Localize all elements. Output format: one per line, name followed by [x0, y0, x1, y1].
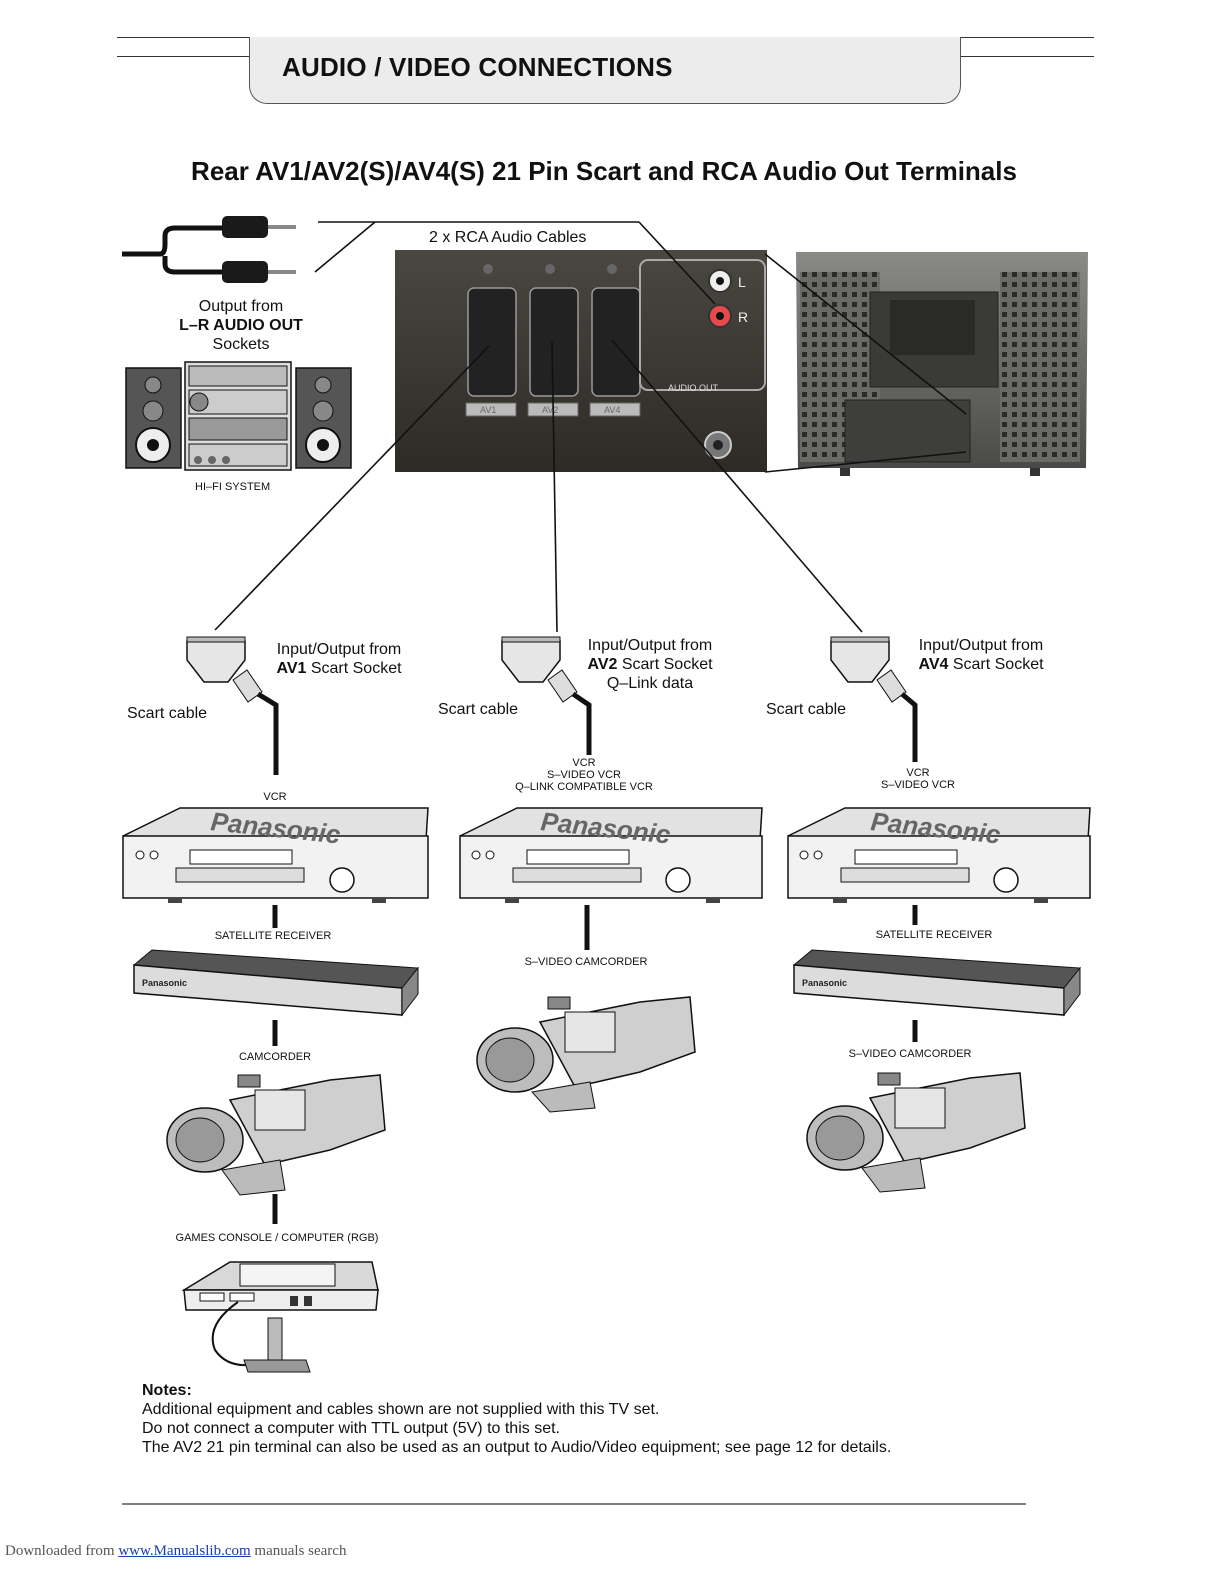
connector-lines	[214, 221, 967, 633]
av1-satellite-label: SATELLITE RECEIVER	[214, 930, 332, 942]
av4-vcr-line2: S–VIDEO VCR	[881, 779, 955, 791]
manualslib-link[interactable]: www.Manualslib.com	[118, 1543, 251, 1559]
link-cables	[272, 905, 918, 1224]
camcorder-icon-av1	[166, 1074, 386, 1196]
rca-cables-label: 2 x RCA Audio Cables	[429, 229, 587, 246]
av2-vcr-line2: S–VIDEO VCR	[547, 769, 621, 781]
notes-heading: Notes:	[142, 1382, 192, 1399]
notes-line-1: Additional equipment and cables shown ar…	[142, 1401, 660, 1418]
av2-io-line2: AV2 Scart Socket	[570, 655, 730, 674]
audio-r-label: R	[738, 309, 748, 325]
panel-av2-label: AV2	[542, 405, 558, 415]
satellite-receiver-icon-av4	[792, 949, 1081, 1017]
camcorder-icon-av2	[476, 996, 696, 1113]
satellite-receiver-icon-av1	[132, 949, 419, 1017]
footer-prefix: Downloaded from	[5, 1543, 119, 1559]
rca-cable-icon	[122, 216, 296, 283]
header-tab	[249, 37, 961, 104]
header-rule-lower	[117, 56, 249, 57]
av1-io-bold: AV1	[276, 660, 307, 677]
scart-sockets	[467, 287, 641, 397]
av1-vcr-label: VCR	[263, 791, 287, 803]
audio-output-caption: Output from L–R AUDIO OUT Sockets	[160, 297, 322, 354]
vcr-icon-av1	[122, 807, 429, 903]
lr-audio-out-text: L–R AUDIO OUT	[179, 317, 303, 334]
av1-io-line1: Input/Output from	[276, 641, 402, 658]
av4-vcr-line1: VCR	[906, 767, 930, 779]
av2-scart-cable-label: Scart cable	[438, 701, 519, 718]
scart-plug-av4	[830, 636, 918, 762]
camcorder-icon-av4	[806, 1072, 1026, 1193]
hifi-system-label: HI–FI SYSTEM	[195, 481, 271, 493]
av1-scart-cable-label: Scart cable	[127, 705, 208, 722]
notes-line-2: Do not connect a computer with TTL outpu…	[142, 1420, 560, 1437]
av2-io-line1: Input/Output from	[587, 637, 713, 654]
av4-io-rest: Scart Socket	[948, 656, 1044, 673]
notes-line-3: The AV2 21 pin terminal can also be used…	[142, 1439, 892, 1456]
scart-plug-av2	[501, 636, 592, 755]
av4-io-bold: AV4	[918, 656, 949, 673]
av4-satellite-label: SATELLITE RECEIVER	[875, 929, 993, 941]
panel-av4-label: AV4	[604, 405, 620, 415]
av2-io-caption: Input/Output from AV2 Scart Socket Q–Lin…	[570, 636, 730, 693]
footer: Downloaded from www.Manualslib.com manua…	[5, 1543, 346, 1560]
audio-out-label: AUDIO OUT	[668, 383, 719, 393]
audio-l-label: L	[738, 274, 746, 290]
hifi-system-icon	[125, 361, 352, 471]
av1-io-caption: Input/Output from AV1 Scart Socket	[258, 640, 420, 678]
av2-vcr-line1: VCR	[572, 757, 596, 769]
av1-games-label: GAMES CONSOLE / COMPUTER (RGB)	[175, 1232, 379, 1244]
av4-vcr-caption: VCR S–VIDEO VCR	[858, 767, 978, 791]
sat-brand-av1: Panasonic	[142, 978, 187, 988]
sockets-text: Sockets	[212, 336, 270, 353]
vcr-icon-av2	[459, 807, 763, 903]
notes-block: Notes: Additional equipment and cables s…	[142, 1381, 891, 1457]
av4-io-caption: Input/Output from AV4 Scart Socket	[900, 636, 1062, 674]
scart-plug-av1	[186, 636, 279, 775]
sat-brand-av4: Panasonic	[802, 978, 847, 988]
page-title: AUDIO / VIDEO CONNECTIONS	[282, 52, 673, 82]
av2-io-rest: Scart Socket	[617, 656, 713, 673]
av1-camcorder-label: CAMCORDER	[238, 1051, 312, 1063]
av2-io-line3: Q–Link data	[606, 675, 694, 692]
games-console-icon	[181, 1261, 379, 1373]
tv-rear-panel	[395, 250, 767, 472]
tv-rear-icon	[796, 252, 1088, 476]
av2-vcr-line3: Q–LINK COMPATIBLE VCR	[515, 781, 653, 793]
av4-camcorder-label: S–VIDEO CAMCORDER	[848, 1048, 972, 1060]
output-from-text: Output from	[198, 298, 284, 315]
header-rule-lower-right	[961, 56, 1094, 57]
av2-vcr-caption: VCR S–VIDEO VCR Q–LINK COMPATIBLE VCR	[494, 757, 674, 793]
av2-camcorder-label: S–VIDEO CAMCORDER	[524, 956, 648, 968]
footer-suffix: manuals search	[250, 1543, 347, 1559]
vcr-icon-av4	[787, 807, 1091, 903]
av4-scart-cable-label: Scart cable	[766, 701, 847, 718]
av2-io-bold: AV2	[587, 656, 618, 673]
av1-io-rest: Scart Socket	[306, 660, 402, 677]
av4-io-line2: AV4 Scart Socket	[900, 655, 1062, 674]
av1-io-line2: AV1 Scart Socket	[258, 659, 420, 678]
section-subtitle: Rear AV1/AV2(S)/AV4(S) 21 Pin Scart and …	[191, 156, 1017, 186]
panel-av1-label: AV1	[480, 405, 496, 415]
av4-io-line1: Input/Output from	[918, 637, 1044, 654]
